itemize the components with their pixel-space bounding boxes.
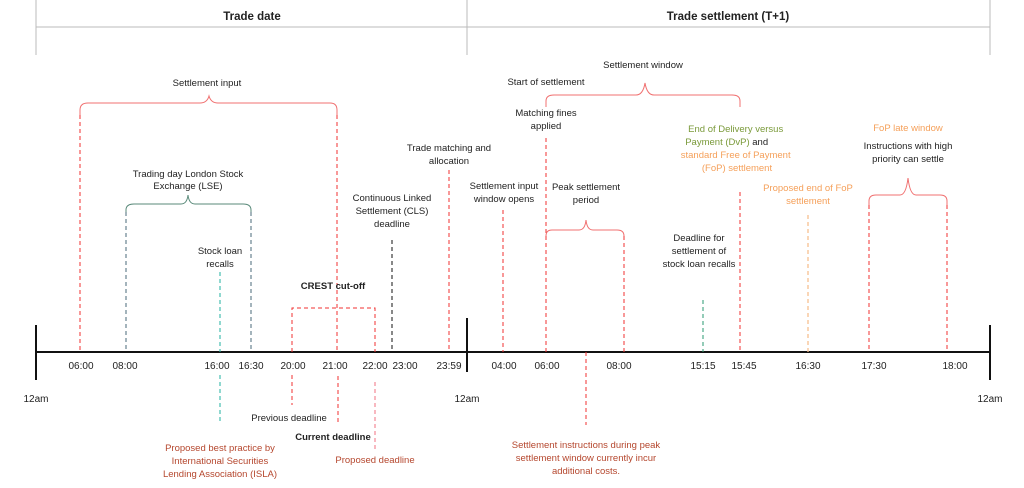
settlement-input-label: Settlement input: [173, 78, 242, 89]
tick-label: 16:30: [795, 361, 820, 372]
tick-label: 16:30: [238, 361, 263, 372]
tick-label: 15:15: [690, 361, 715, 372]
start-of-settlement-label: Start of settlement: [507, 77, 584, 88]
tick-label: 23:59: [436, 361, 461, 372]
tick-label: 08:00: [606, 361, 631, 372]
tick-label: 15:45: [731, 361, 756, 372]
settlement-window-bracket: [545, 82, 741, 107]
fop-late-window-bracket: [868, 177, 948, 205]
timeline-axis: [35, 318, 991, 380]
current-deadline-label: Current deadline: [295, 432, 371, 443]
day-marker: 12am: [977, 394, 1002, 405]
peak-settlement-bracket: [545, 219, 625, 237]
tick-label: 04:00: [491, 361, 516, 372]
tick-label: 23:00: [392, 361, 417, 372]
trade-date-header: Trade date: [223, 11, 281, 23]
trade-date-tick-labels: 06:00 08:00 16:00 16:30 20:00 21:00 22:0…: [68, 361, 461, 372]
tick-label: 22:00: [362, 361, 387, 372]
tick-label: 20:00: [280, 361, 305, 372]
tick-label: 21:00: [322, 361, 347, 372]
day-marker: 12am: [23, 394, 48, 405]
previous-deadline-label: Previous deadline: [251, 413, 327, 424]
fop-late-window-label: FoP late window: [873, 123, 943, 134]
settlement-tick-labels: 04:00 06:00 08:00 15:15 15:45 16:30 17:3…: [491, 361, 967, 372]
trade-settlement-header: Trade settlement (T+1): [667, 11, 790, 23]
tick-label: 16:00: [204, 361, 229, 372]
dvp-label: End of Delivery versus Payment (DvP) and…: [681, 124, 793, 174]
header: [35, 0, 991, 55]
lse-bracket: [125, 194, 252, 212]
tick-label: 06:00: [534, 361, 559, 372]
tick-label: 08:00: [112, 361, 137, 372]
settlement-input-bracket: [79, 94, 338, 115]
crest-cutoff-label: CREST cut-off: [301, 281, 366, 292]
crest-cutoff-box: [291, 307, 376, 352]
day-marker: 12am: [454, 394, 479, 405]
proposed-deadline-label: Proposed deadline: [335, 455, 414, 466]
tick-label: 06:00: [68, 361, 93, 372]
tick-label: 17:30: [861, 361, 886, 372]
tick-label: 18:00: [942, 361, 967, 372]
settlement-window-label: Settlement window: [603, 60, 683, 71]
